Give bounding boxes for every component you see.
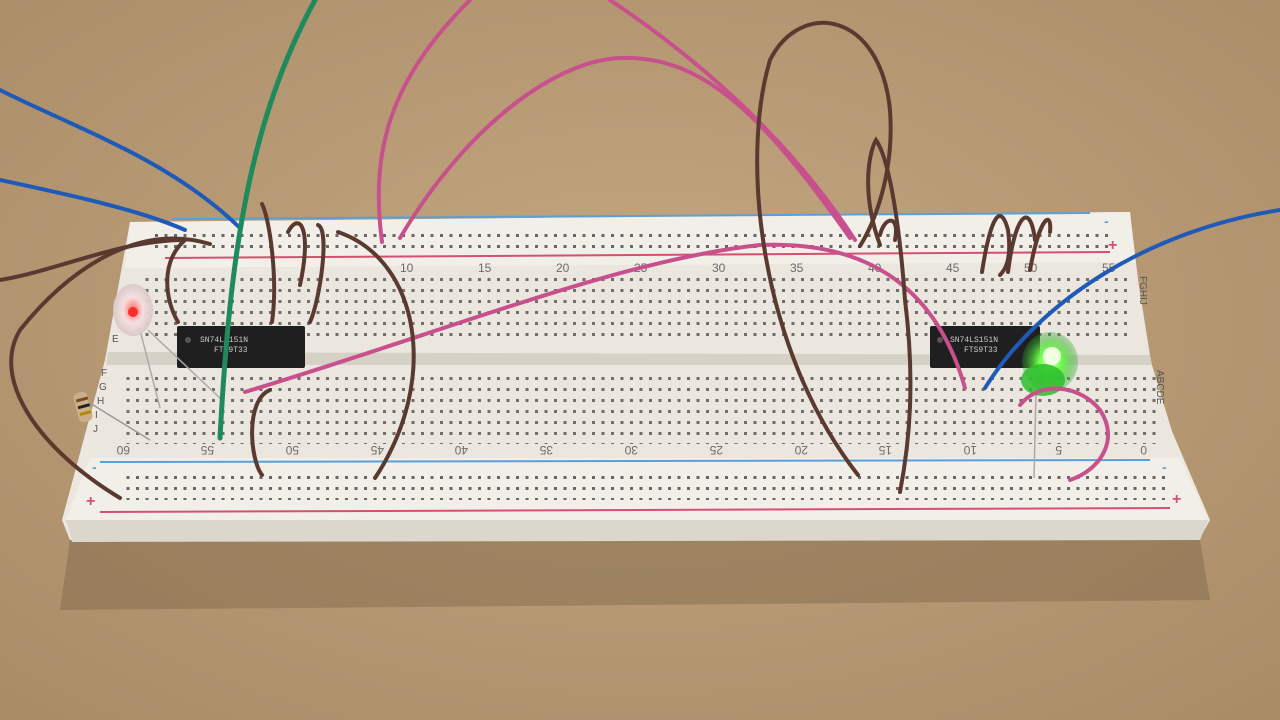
column-number-bottom-25: 25: [709, 443, 723, 457]
column-number-top-30: 30: [712, 261, 726, 275]
chip-right: SN74LS151N FTS9T33: [930, 326, 1040, 368]
chip-right-line2: FTS9T33: [964, 346, 998, 355]
column-number-bottom-40: 40: [454, 443, 468, 457]
row-letter-left-j: J: [93, 424, 98, 435]
column-number-top-10: 10: [400, 261, 414, 275]
wire-brown-hook-2: [878, 218, 898, 242]
wire-brown-tall-loop: [755, 21, 893, 477]
row-letter-left-f: F: [101, 368, 107, 379]
chip-right-line1: SN74LS151N: [950, 336, 998, 345]
led-red: [113, 284, 223, 409]
column-number-bottom-30: 30: [624, 443, 638, 457]
wire-blue-right: [983, 208, 1280, 390]
row-letter-left-i: I: [95, 410, 98, 421]
rail-line-red-bottom: [99, 507, 1171, 513]
wire-brown-short: [250, 388, 272, 477]
column-number-bottom-10: 10: [963, 443, 977, 457]
wire-brown-loop-3: [308, 223, 326, 324]
wire-pink-arch-2: [398, 55, 852, 240]
rail-minus-bottom-right: -: [1162, 459, 1167, 475]
wire-blue-left-1: [0, 88, 242, 230]
wire-green: [217, 0, 318, 441]
wire-pink-arch-3: [608, 0, 857, 242]
column-number-bottom-15: 15: [878, 443, 892, 457]
column-number-top-20: 20: [556, 261, 570, 275]
column-number-bottom-5: 5: [1055, 443, 1062, 457]
column-number-top-45: 45: [946, 261, 960, 275]
chip-left-line1: SN74LS151N: [200, 336, 248, 345]
wire-brown-loop-1: [260, 202, 277, 324]
column-number-bottom-20: 20: [794, 443, 808, 457]
column-number-top-35: 35: [790, 261, 804, 275]
wire-brown-arch-mid: [336, 230, 416, 480]
rail-plus-bottom-left: +: [86, 493, 95, 510]
row-letters-bottom-right: ABCDE: [1154, 370, 1165, 405]
chip-left-line2: FTS9T33: [214, 346, 248, 355]
holes-top-rail: [150, 226, 1110, 248]
row-letter-left-h: H: [97, 396, 104, 407]
row-letter-left-e: E: [112, 334, 119, 345]
chip-left: SN74LS151N FTS9T33: [177, 326, 305, 368]
wire-brown-hook: [866, 136, 913, 494]
wire-brown-loop-2: [286, 221, 307, 287]
rail-plus-bottom-right: +: [1172, 491, 1181, 508]
rail-line-blue-top: [171, 212, 1091, 220]
rail-minus-top-right: -: [1104, 213, 1109, 229]
wire-blue-left-2: [0, 178, 187, 232]
row-letters-top-right: FGHIJ: [1137, 276, 1148, 305]
wire-pink-long: [243, 242, 967, 394]
resistor: [73, 391, 151, 441]
column-number-bottom-45: 45: [370, 443, 384, 457]
board-shadow: [60, 540, 1210, 610]
column-number-bottom-55: 55: [200, 443, 214, 457]
rail-plus-top-right: +: [1108, 237, 1117, 254]
rail-line-blue-bottom: [99, 459, 1151, 463]
wire-pink-arch-1: [376, 0, 472, 244]
column-number-bottom-35: 35: [539, 443, 553, 457]
wire-brown-left-2: [0, 237, 191, 324]
holes-bottom-rail: [120, 474, 1170, 500]
column-number-bottom-50: 50: [285, 443, 299, 457]
column-number-top-15: 15: [478, 261, 492, 275]
rail-minus-bottom-left: -: [92, 459, 97, 475]
wire-brown-right-loops: [980, 214, 1053, 277]
column-number-bottom-60: 60: [116, 443, 130, 457]
row-letter-left-g: G: [99, 382, 107, 393]
wire-pink-right: [1018, 386, 1111, 482]
column-number-bottom-0: 0: [1140, 443, 1147, 457]
